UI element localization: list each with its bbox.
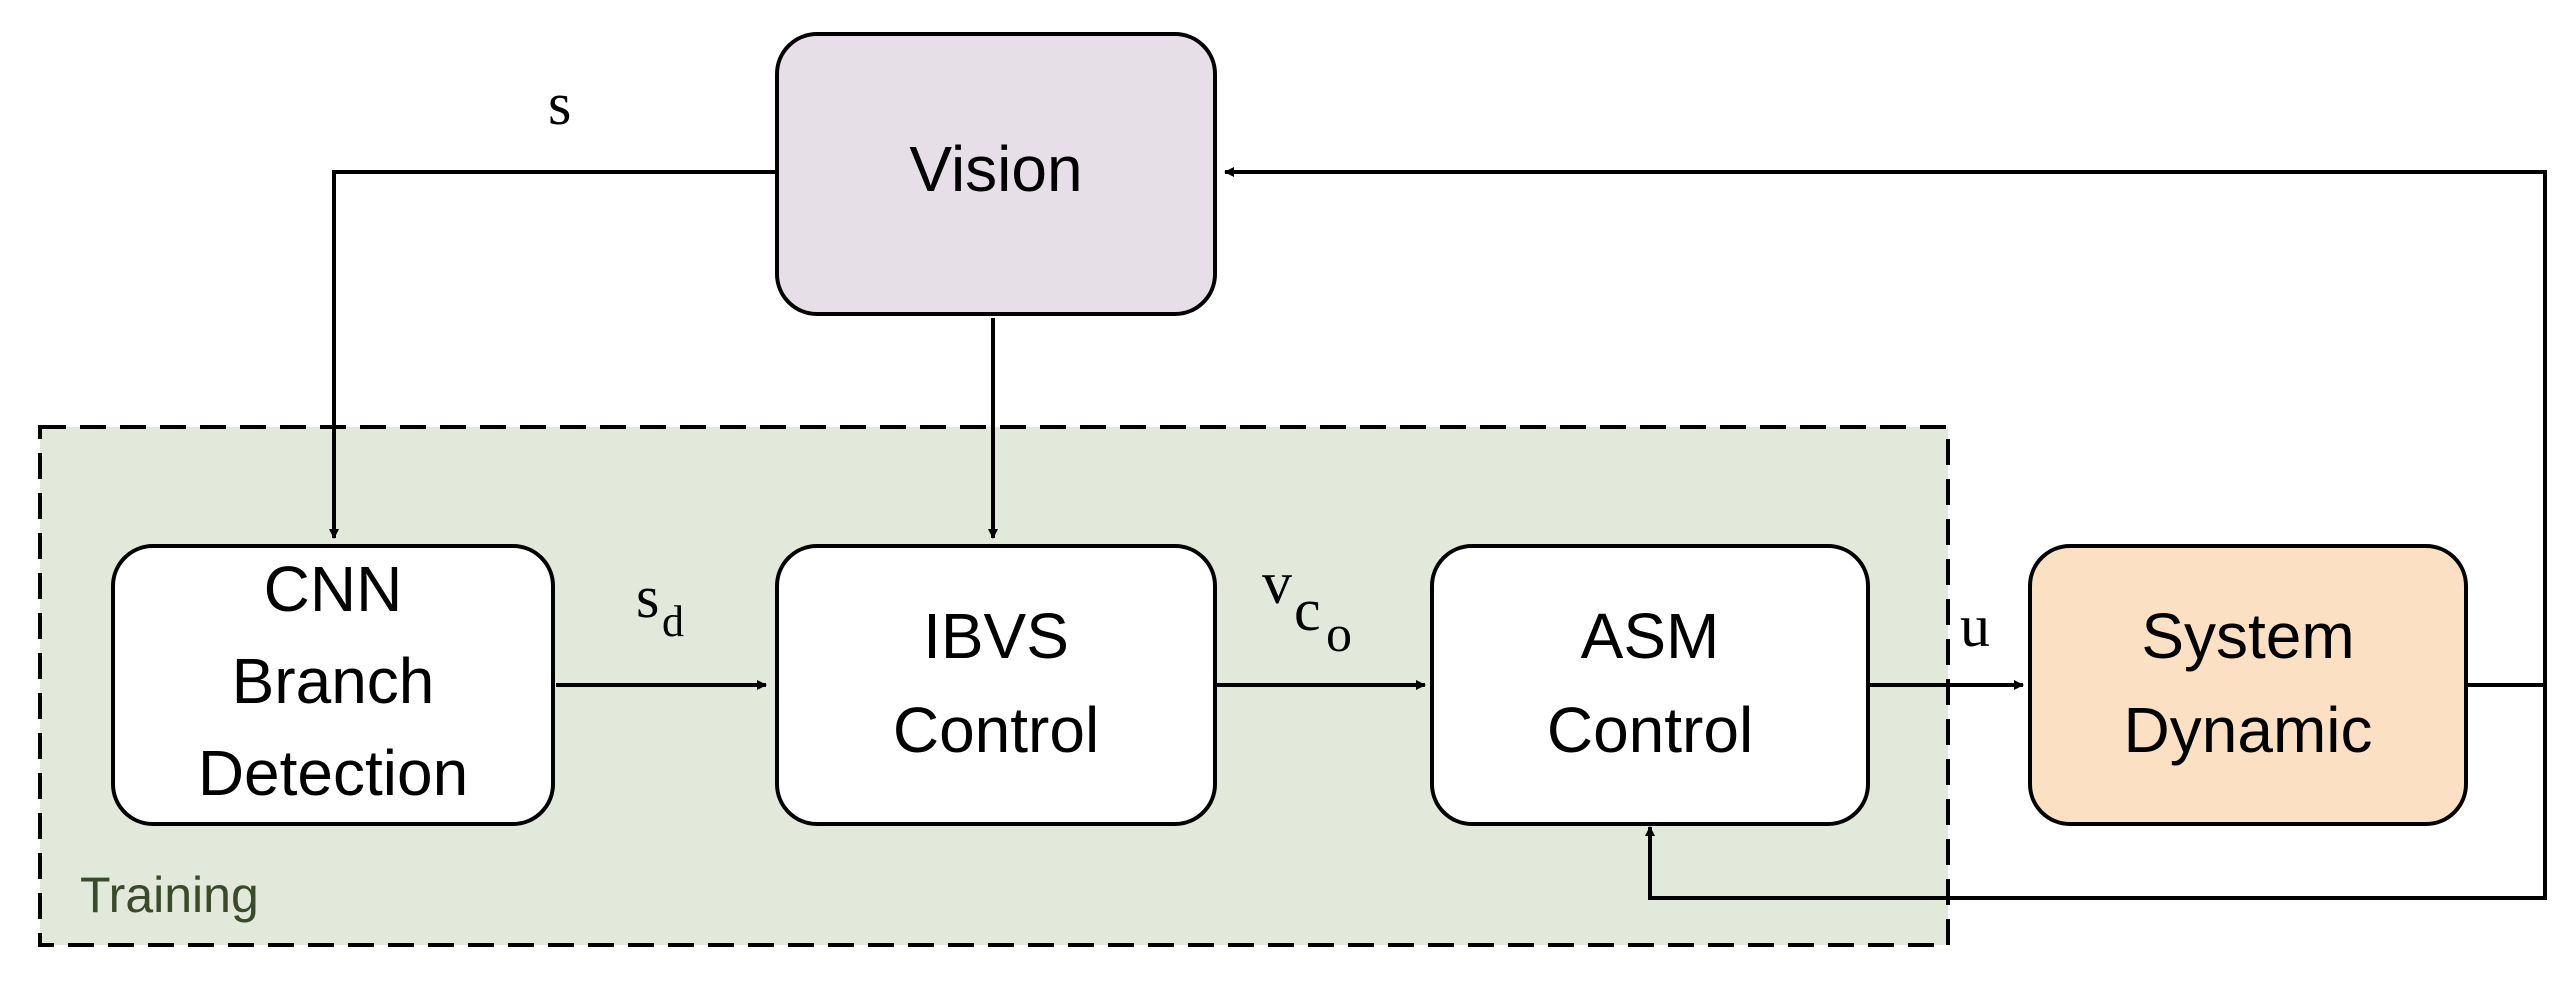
signal-vco-base: v <box>1262 550 1292 616</box>
system-label-line1: System <box>2141 600 2354 672</box>
system-dynamic-block: System Dynamic <box>2028 544 2468 826</box>
signal-u-label: u <box>1960 593 1990 659</box>
signal-sd-base: s <box>636 564 659 630</box>
signal-vco-label: v c o <box>1262 550 1352 663</box>
training-label: Training <box>80 867 259 923</box>
arrow-feedback-to-vision <box>1224 167 2547 687</box>
asm-label-line2: Control <box>1547 694 1753 766</box>
ibvs-label-line1: IBVS <box>923 600 1069 672</box>
connections <box>329 167 2547 900</box>
cnn-label-line1: CNN <box>264 553 403 625</box>
ibvs-control-block: IBVS Control <box>775 544 1217 826</box>
cnn-label-line3: Detection <box>198 737 468 809</box>
asm-control-block: ASM Control <box>1430 544 1870 826</box>
system-label-line2: Dynamic <box>2124 694 2373 766</box>
cnn-branch-detection-block: CNN Branch Detection <box>111 544 555 826</box>
arrow-feedback-to-asm <box>1645 685 2547 900</box>
cnn-label-line2: Branch <box>232 645 435 717</box>
signal-sd-subscript: d <box>662 597 684 646</box>
signal-vco-subscript: c <box>1294 577 1321 643</box>
signal-sd-label: s d <box>636 564 684 646</box>
vision-block: Vision <box>775 32 1217 316</box>
ibvs-label-line2: Control <box>893 694 1099 766</box>
arrow-vision-to-cnn <box>329 170 777 539</box>
signal-s-label: s <box>548 71 571 137</box>
signal-vco-subsubscript: o <box>1326 606 1352 663</box>
asm-label-line1: ASM <box>1581 600 1720 672</box>
vision-label: Vision <box>909 133 1082 205</box>
